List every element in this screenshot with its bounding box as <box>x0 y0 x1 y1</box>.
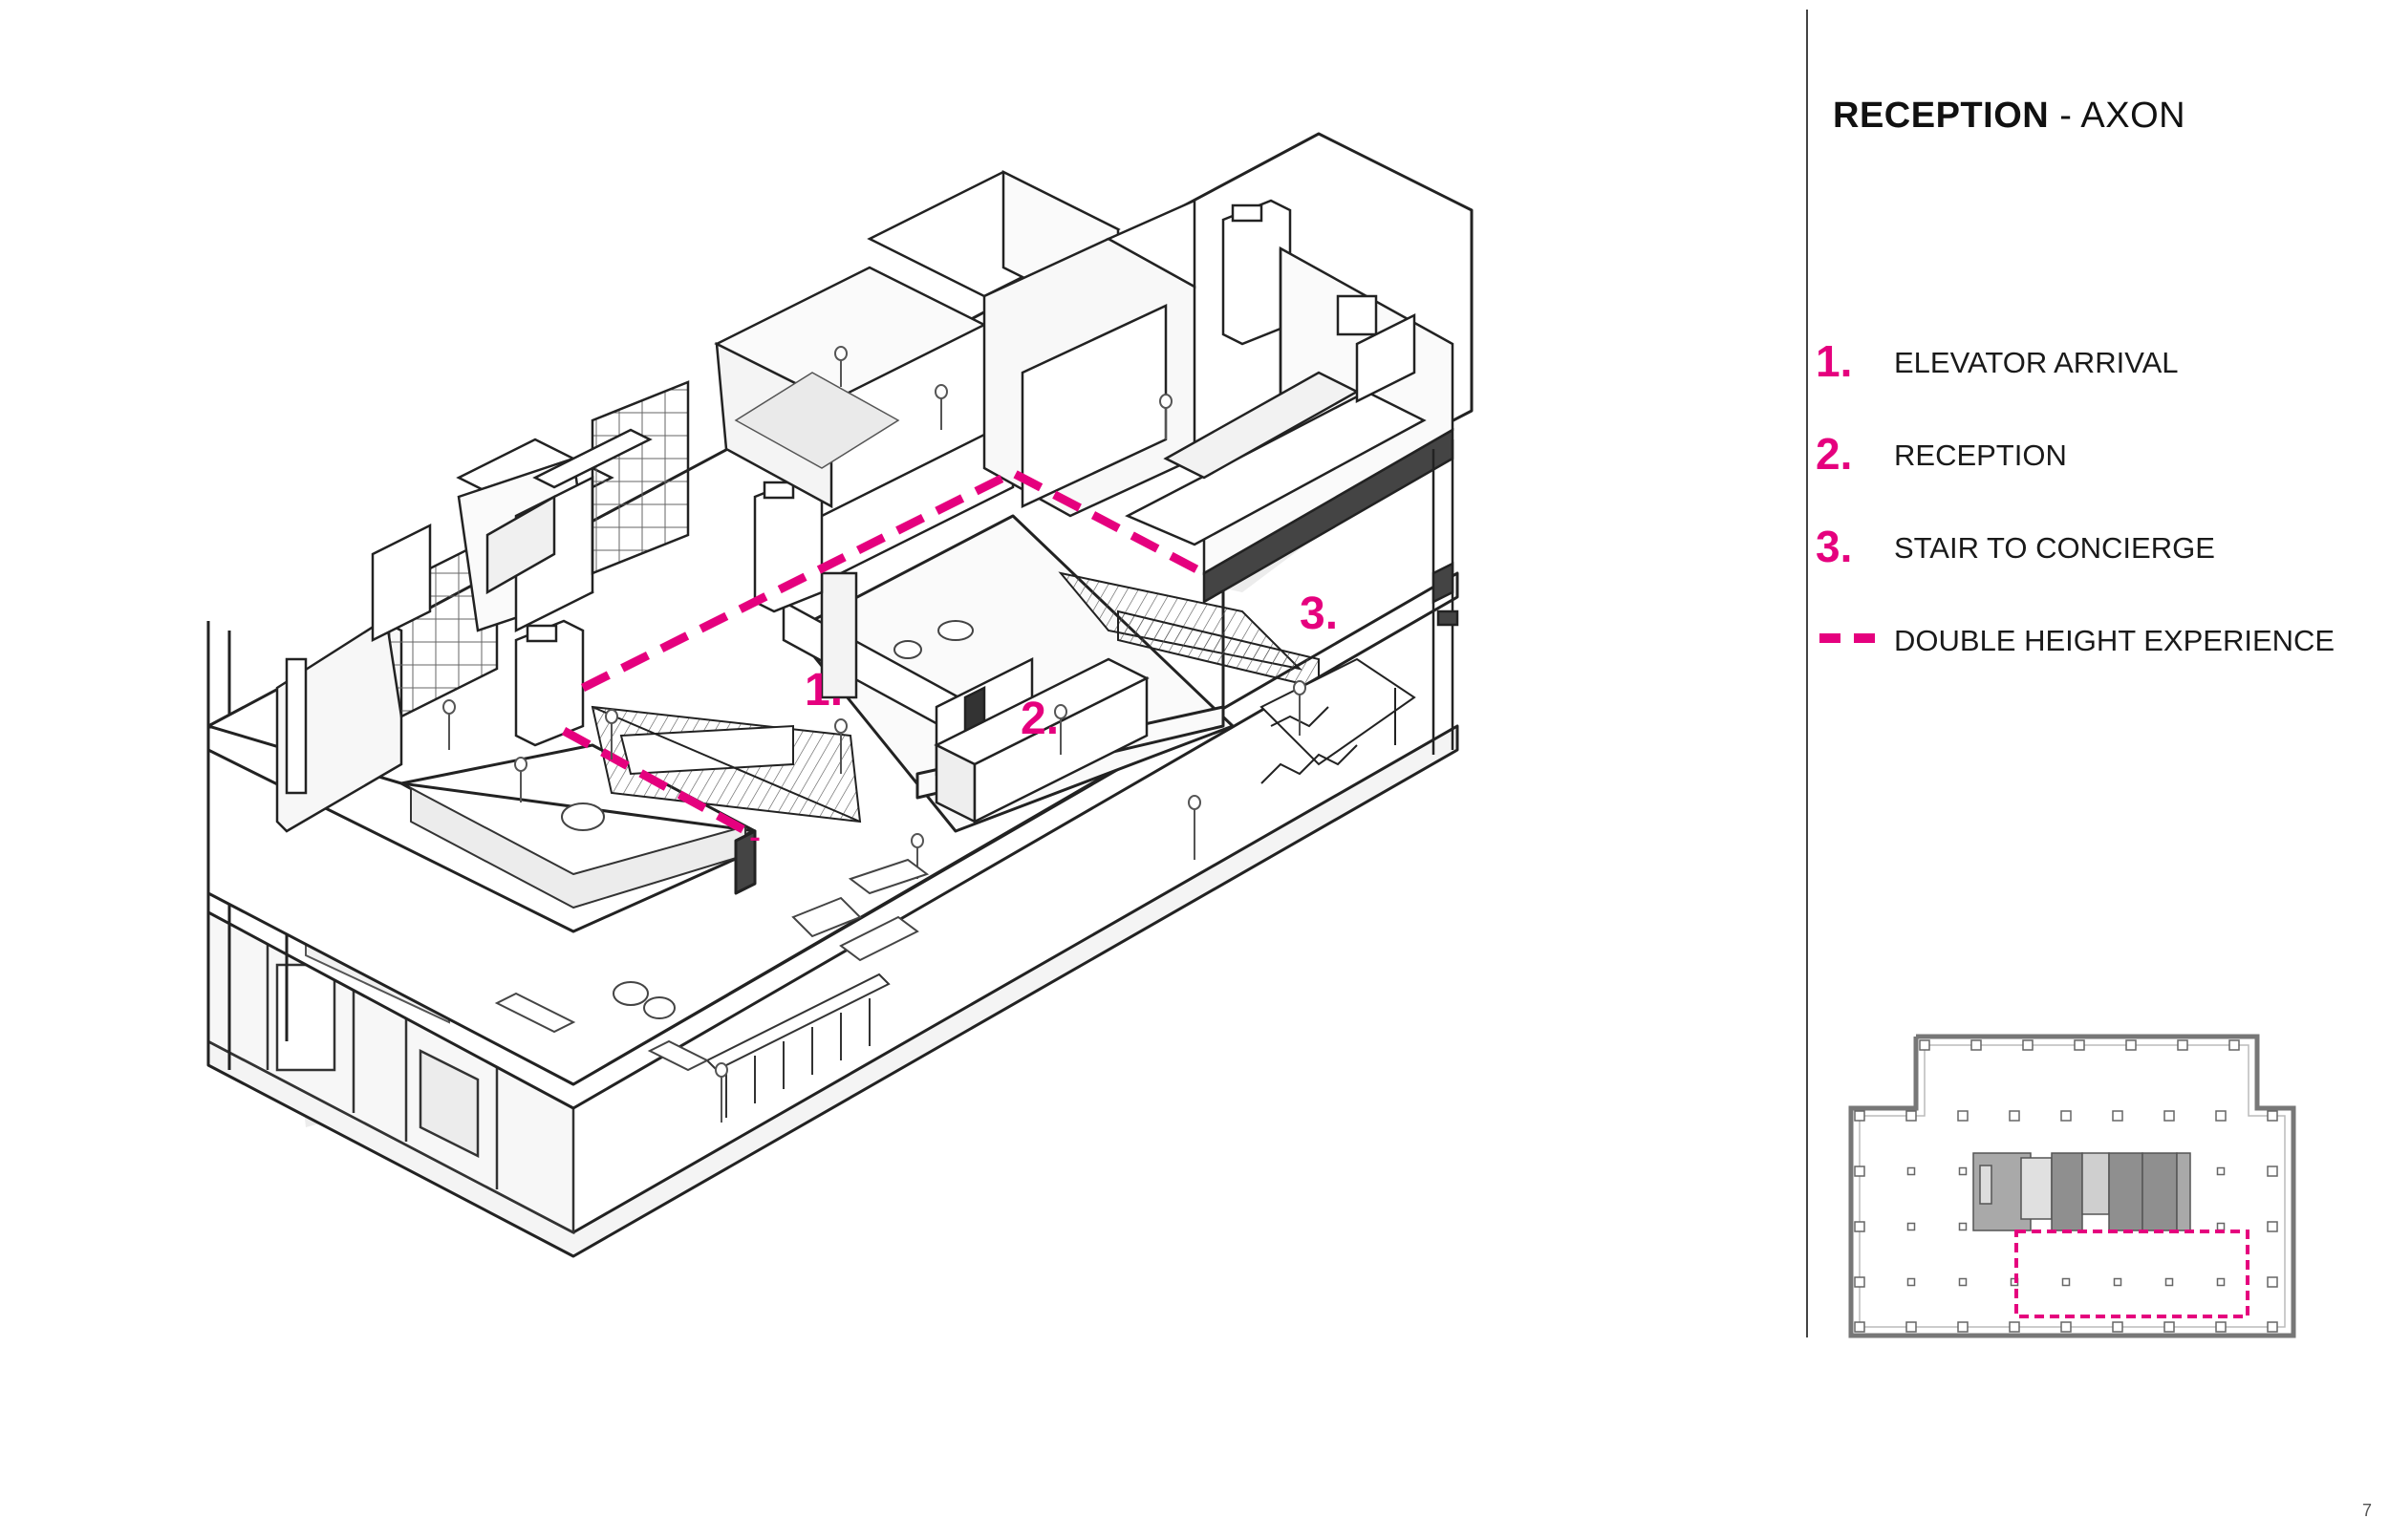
upper-back-rooms <box>982 199 1196 518</box>
key-plan-column <box>1905 1321 1917 1333</box>
key-plan-column <box>2061 1277 2071 1287</box>
legend-number: 2. <box>1816 429 1853 479</box>
key-plan-column <box>2216 1277 2226 1287</box>
key-plan-column <box>1854 1221 1865 1232</box>
key-plan-column <box>2112 1110 2123 1122</box>
legend-item-elevator-arrival: 1. ELEVATOR ARRIVAL <box>1816 334 2379 392</box>
key-plan-column <box>2267 1221 2278 1232</box>
key-plan-column <box>1854 1276 1865 1288</box>
double-height-path <box>561 467 1207 841</box>
key-plan-column <box>2163 1321 2175 1333</box>
sheet-divider <box>1806 10 1808 1337</box>
axon-label-stair: 3. <box>1300 588 1338 639</box>
key-plan-column <box>2267 1276 2278 1288</box>
key-plan-column <box>1854 1110 1865 1122</box>
key-plan-focus-area <box>2014 1230 2249 1318</box>
legend-label: ELEVATOR ARRIVAL <box>1894 346 2179 379</box>
legend-label: DOUBLE HEIGHT EXPERIENCE <box>1894 624 2335 657</box>
key-plan-column <box>1958 1277 1968 1287</box>
sheet-title-rest: - AXON <box>2049 96 2186 136</box>
key-plan-column <box>2060 1110 2072 1122</box>
key-plan-column <box>2125 1039 2137 1051</box>
key-plan-column <box>1919 1039 1930 1051</box>
key-plan-column <box>1958 1166 1968 1176</box>
key-plan-column <box>1958 1222 1968 1231</box>
key-plan-column <box>2216 1166 2226 1176</box>
key-plan-column <box>2164 1277 2174 1287</box>
key-plan-column <box>2074 1039 2085 1051</box>
central-stair <box>591 705 862 823</box>
page-number: 7 <box>2361 1501 2372 1520</box>
key-plan-column <box>2022 1039 2034 1051</box>
east-facade <box>1431 439 1459 755</box>
key-plan-column <box>1957 1110 1969 1122</box>
bar-stools <box>705 973 891 1118</box>
key-plan-column <box>2267 1166 2278 1177</box>
concierge-stair <box>1058 571 1416 784</box>
axon-label-reception: 2. <box>1021 694 1059 744</box>
legend-number: 3. <box>1816 522 1853 571</box>
key-plan-column <box>2009 1110 2020 1122</box>
key-plan-column <box>2216 1222 2226 1231</box>
key-plan-column <box>1854 1166 1865 1177</box>
key-plan-column <box>1906 1277 1916 1287</box>
legend-number: 1. <box>1816 336 1853 386</box>
dashed-line-icon <box>1819 633 1877 643</box>
key-plan-column <box>2267 1321 2278 1333</box>
key-plan-column <box>2060 1321 2072 1333</box>
boardroom <box>1125 246 1454 605</box>
key-plan-column <box>2215 1321 2227 1333</box>
sheet-title: RECEPTION - AXON <box>1833 96 2185 137</box>
axon-label-elevator: 1. <box>805 665 843 716</box>
key-plan-column <box>1970 1039 1982 1051</box>
key-plan-column <box>1957 1321 1969 1333</box>
key-plan-column <box>1906 1166 1916 1176</box>
legend-item-double-height: DOUBLE HEIGHT EXPERIENCE <box>1816 612 2379 670</box>
sheet-title-bold: RECEPTION <box>1833 96 2050 136</box>
legend-label: STAIR TO CONCIERGE <box>1894 531 2215 565</box>
legend-item-stair-to-concierge: 3. STAIR TO CONCIERGE <box>1816 520 2379 577</box>
legend-item-reception: 2. RECEPTION <box>1816 427 2379 484</box>
key-plan-column <box>2009 1321 2020 1333</box>
key-plan-column <box>2228 1039 2240 1051</box>
key-plan-column <box>2215 1110 2227 1122</box>
key-plan-column <box>1906 1222 1916 1231</box>
upper-left-rooms <box>275 380 690 833</box>
key-plan-column <box>2163 1110 2175 1122</box>
key-plan-column <box>2112 1321 2123 1333</box>
key-plan-column <box>2177 1039 2188 1051</box>
key-plan <box>1848 1034 2296 1338</box>
key-plan-column <box>2267 1110 2278 1122</box>
reception-desk <box>934 657 1150 824</box>
key-plan-column <box>2113 1277 2122 1287</box>
key-plan-column <box>1854 1321 1865 1333</box>
reception-axon-drawing: 1. 2. 3. <box>206 132 1474 1258</box>
furniture <box>494 620 974 1072</box>
key-plan-core <box>1972 1152 2191 1231</box>
key-plan-column <box>1905 1110 1917 1122</box>
human-figures <box>442 346 1306 1123</box>
legend-label: RECEPTION <box>1894 438 2067 472</box>
